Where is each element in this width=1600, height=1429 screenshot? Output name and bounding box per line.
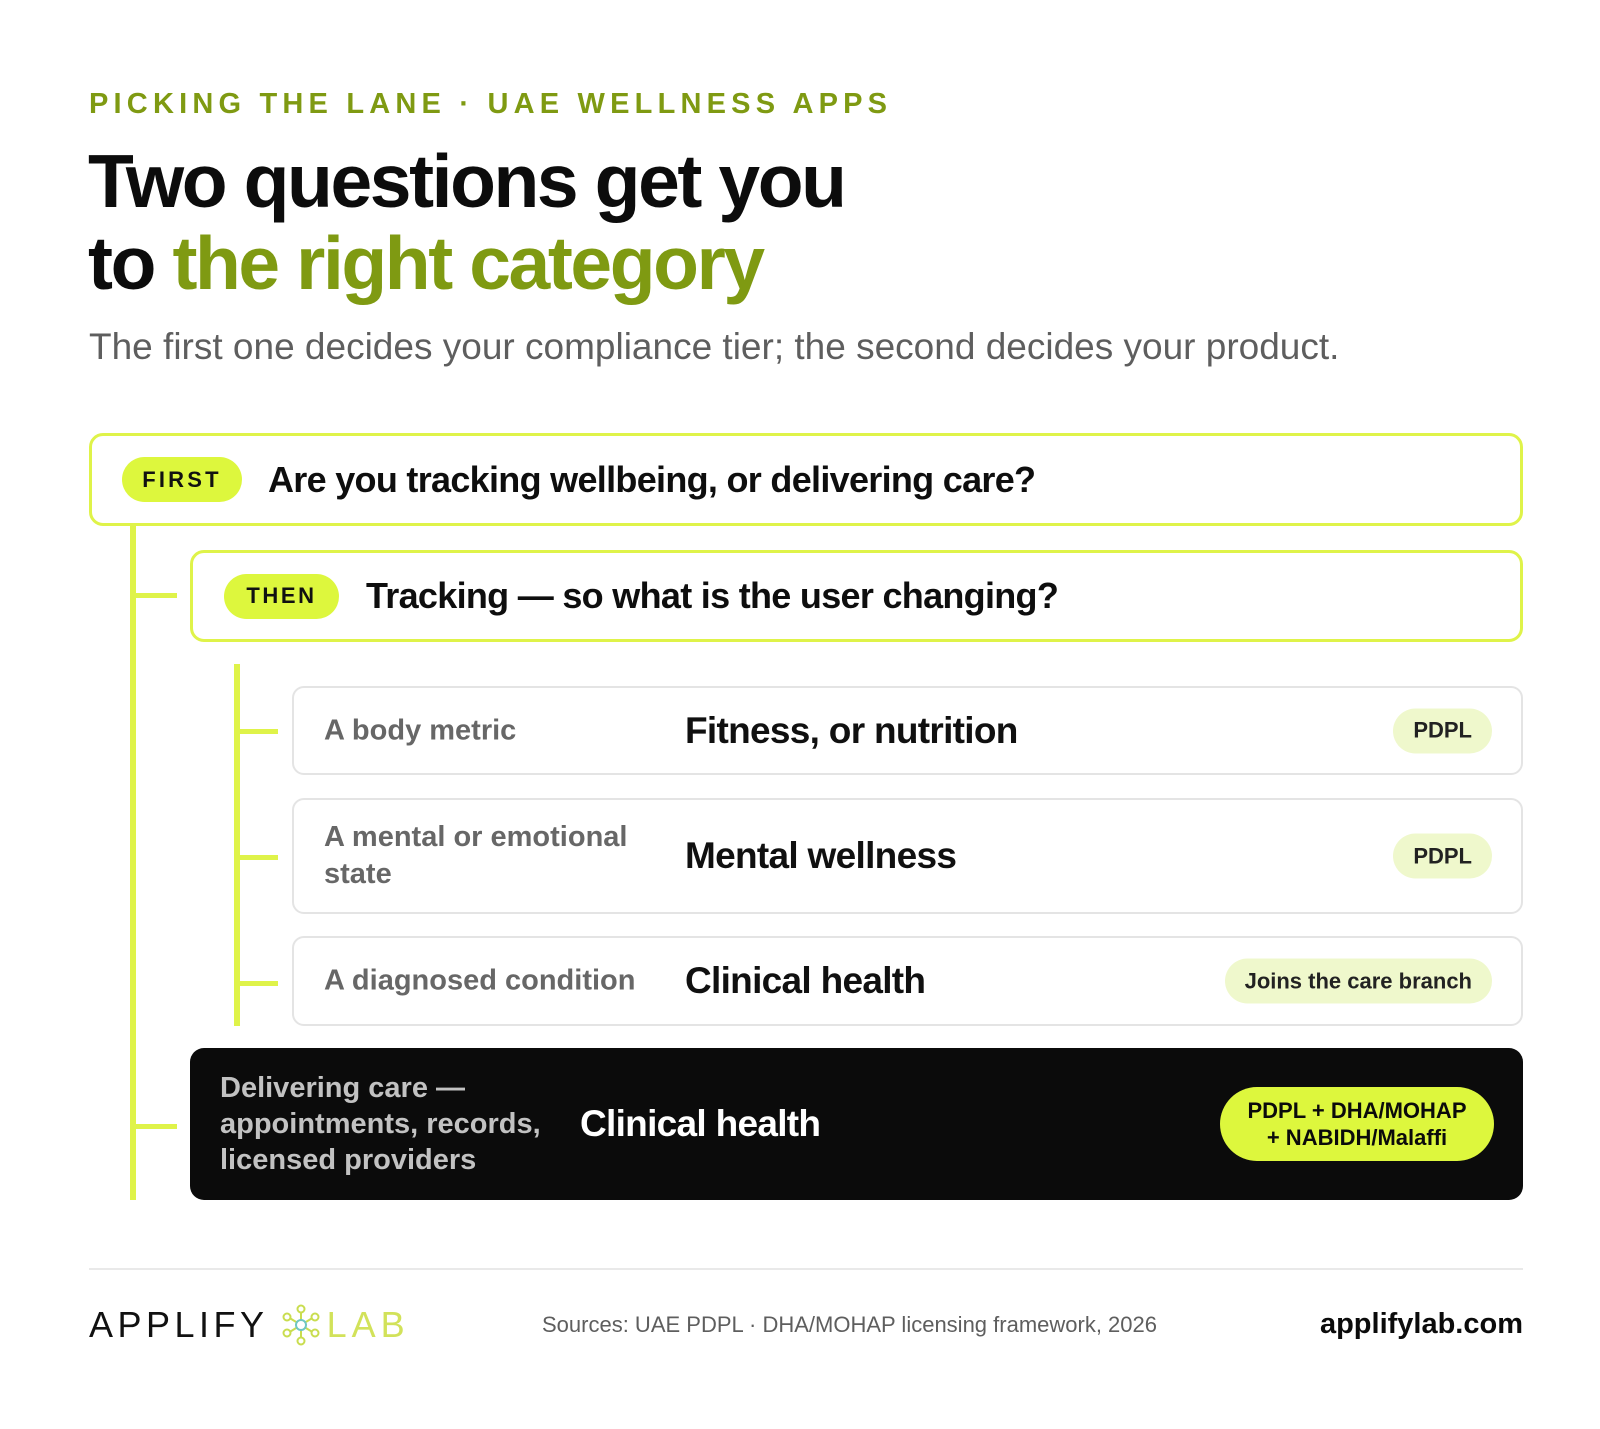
eyebrow: PICKING THE LANE · UAE WELLNESS APPS xyxy=(89,88,893,120)
option-result: Clinical health xyxy=(685,960,926,1001)
trunk-connector xyxy=(130,526,136,1200)
option-label: A diagnosed condition xyxy=(324,964,636,997)
care-tag-line-1: PDPL + DHA/MOHAP xyxy=(1247,1098,1467,1123)
option-result: Fitness, or nutrition xyxy=(685,709,1018,751)
option-label: A mental or emotional state xyxy=(324,821,628,890)
care-compliance-tag: PDPL + DHA/MOHAP + NABIDH/Malaffi xyxy=(1220,1087,1494,1161)
headline-prefix: to xyxy=(88,221,173,305)
footer-divider xyxy=(89,1268,1523,1270)
then-pill: THEN xyxy=(224,573,339,619)
then-question-box: THEN Tracking — so what is the user chan… xyxy=(190,550,1523,642)
website-link[interactable]: applifylab.com xyxy=(1319,1308,1523,1340)
first-question-box: FIRST Are you tracking wellbeing, or del… xyxy=(89,433,1523,526)
first-pill: FIRST xyxy=(122,457,242,502)
option-label: A body metric xyxy=(324,714,517,746)
headline-line-2: to the right category xyxy=(88,222,845,304)
care-result: Clinical health xyxy=(580,1103,821,1144)
molecule-icon xyxy=(282,1304,320,1346)
compliance-tag: PDPL xyxy=(1393,708,1492,753)
care-tag-line-2: + NABIDH/Malaffi xyxy=(1266,1125,1448,1150)
brand-name-lab: LAB xyxy=(326,1304,410,1345)
option-result: Mental wellness xyxy=(685,835,957,876)
option-mental-state: A mental or emotional state Mental welln… xyxy=(292,798,1523,914)
care-label: Delivering care — appointments, records,… xyxy=(220,1072,541,1176)
care-branch-card: Delivering care — appointments, records,… xyxy=(190,1048,1523,1200)
headline: Two questions get you to the right categ… xyxy=(88,139,847,304)
headline-line-1: Two questions get you xyxy=(88,139,847,223)
option-diagnosed-condition: A diagnosed condition Clinical health Jo… xyxy=(292,936,1523,1026)
compliance-tag: PDPL xyxy=(1393,833,1492,879)
branch-connector-option-1 xyxy=(240,729,278,734)
branch-connector-option-3 xyxy=(240,981,278,986)
brand-logo: APPLIFY LAB xyxy=(89,1302,410,1348)
sources-note: Sources: UAE PDPL · DHA/MOHAP licensing … xyxy=(542,1312,1158,1337)
subtitle: The first one decides your compliance ti… xyxy=(89,326,1340,367)
option-body-metric: A body metric Fitness, or nutrition PDPL xyxy=(292,686,1523,775)
branch-connector-care xyxy=(136,1124,177,1129)
branch-connector-option-2 xyxy=(240,855,278,860)
sub-trunk-connector xyxy=(234,664,240,1026)
branch-connector-then xyxy=(136,593,177,598)
brand-name-applify: APPLIFY xyxy=(89,1304,269,1345)
first-question-text: Are you tracking wellbeing, or deliverin… xyxy=(268,458,1036,500)
headline-accent: the right category xyxy=(172,221,765,305)
compliance-tag: Joins the care branch xyxy=(1224,958,1492,1004)
then-question-text: Tracking — so what is the user changing? xyxy=(366,575,1059,616)
